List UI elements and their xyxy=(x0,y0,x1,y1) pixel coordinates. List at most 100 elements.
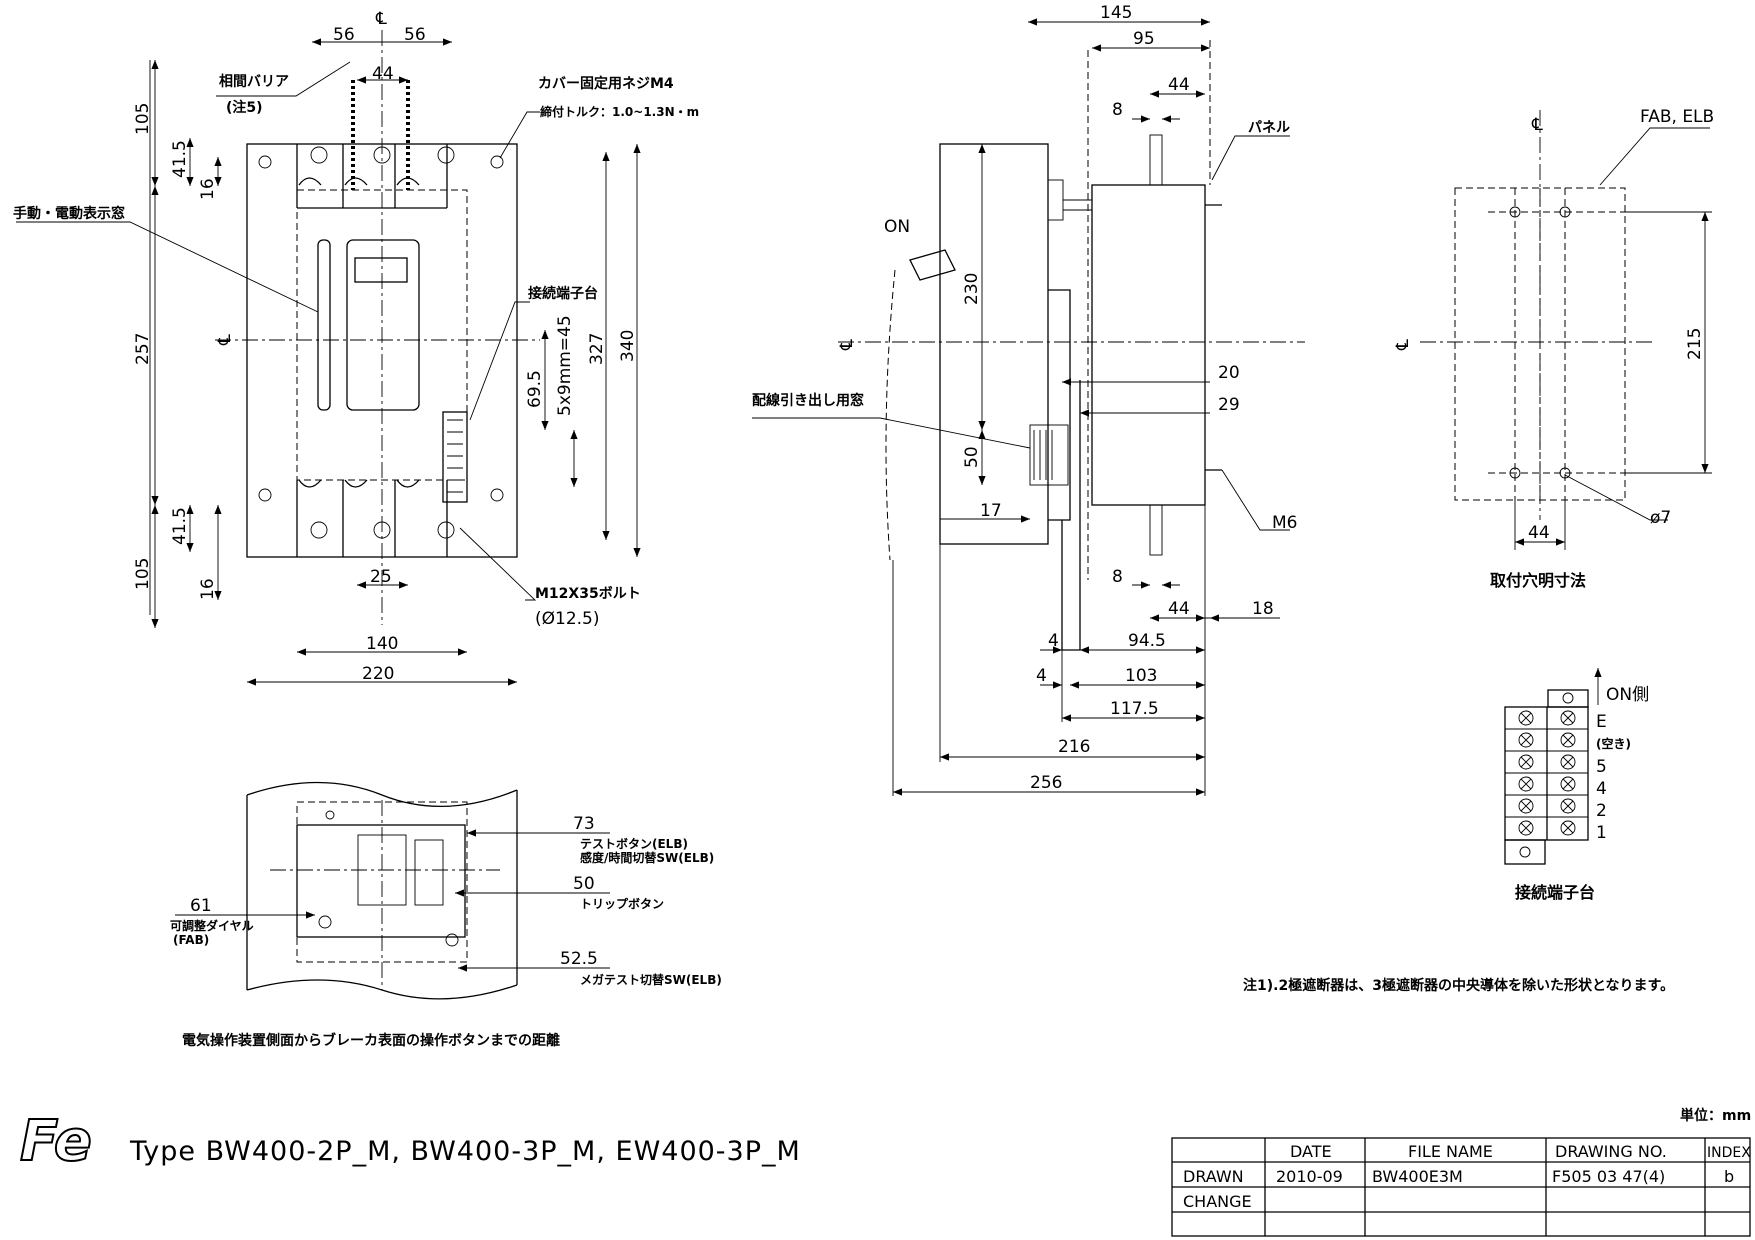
dim-95: 95 xyxy=(1133,29,1155,49)
terminal-screw-icon xyxy=(1560,798,1576,814)
dim-145: 145 xyxy=(1100,3,1132,23)
dim-18: 18 xyxy=(1252,599,1274,619)
label-m6: M6 xyxy=(1272,513,1297,533)
dim-pole-pitch-left: 56 xyxy=(333,25,355,45)
terminal-row-spare: (空き) xyxy=(1596,736,1631,751)
label-trip-button: トリップボタン xyxy=(580,896,664,911)
operation-caption-text: 電気操作装置側面からブレーカ表面の操作ボタンまでの距離 xyxy=(182,1032,560,1049)
terminal-row-1: 1 xyxy=(1596,823,1607,843)
terminal-screw-icon xyxy=(1518,776,1534,792)
terminal-screw-icon xyxy=(1560,754,1576,770)
dim-103: 103 xyxy=(1125,666,1157,686)
label-indicator-window: 手動・電動表示窓 xyxy=(13,205,125,222)
dim-17: 17 xyxy=(980,501,1002,521)
dim-top-41-5: 41.5 xyxy=(170,140,190,178)
dim-8-bot: 8 xyxy=(1112,567,1123,587)
dim-7: ø7 xyxy=(1650,508,1671,528)
unit-label: 単位：mm xyxy=(1680,1107,1751,1124)
tb-header-index: INDEX xyxy=(1707,1145,1751,1161)
label-mega-test: メガテスト切替SW(ELB) xyxy=(580,972,722,987)
terminal-row-e: E xyxy=(1596,712,1607,732)
terminal-marks xyxy=(1518,710,1576,836)
terminal-screw-icon xyxy=(1518,820,1534,836)
front-view xyxy=(16,30,641,686)
label-cover-screw: カバー固定用ネジM4 xyxy=(538,75,674,92)
label-panel: パネル xyxy=(1248,120,1290,136)
tb-drawn-filename: BW400E3M xyxy=(1372,1167,1463,1186)
tb-header-drawingno: DRAWING NO. xyxy=(1555,1142,1667,1161)
dim-bot-41-5: 41.5 xyxy=(170,507,190,545)
note-text: 注1).2極遮断器は、3極遮断器の中央導体を除いた形状となります。 xyxy=(1243,977,1674,994)
dim-50-op: 50 xyxy=(573,874,595,894)
mounting-caption: 取付穴明寸法 xyxy=(1490,571,1586,590)
dim-width-220: 220 xyxy=(362,664,394,684)
dim-bot-105: 105 xyxy=(133,558,153,590)
label-bolt: M12X35ボルト xyxy=(535,586,641,602)
dim-52-5: 52.5 xyxy=(560,949,598,969)
operation-view xyxy=(175,781,610,1000)
dim-61: 61 xyxy=(190,896,212,916)
terminal-screw-icon xyxy=(1560,710,1576,726)
label-sens-switch: 感度/時間切替SW(ELB) xyxy=(580,850,714,865)
dim-94-5: 94.5 xyxy=(1128,631,1166,651)
label-fab-elb: FAB, ELB xyxy=(1640,107,1714,127)
terminal-caption: 接続端子台 xyxy=(1515,883,1595,902)
label-phase-barrier: 相間バリア xyxy=(219,73,289,90)
terminal-screw-icon xyxy=(1518,798,1534,814)
dim-8-top: 8 xyxy=(1112,100,1123,120)
drawing-title: Type BW400-2P_M, BW400-3P_M, EW400-3P_M xyxy=(129,1136,801,1167)
centerline-symbol-mount-top: ℄ xyxy=(1531,115,1543,135)
terminal-row-5: 5 xyxy=(1596,757,1607,777)
label-on-side: ON側 xyxy=(1606,685,1649,705)
dim-44-bot: 44 xyxy=(1168,599,1190,619)
terminal-screw-icon xyxy=(1518,754,1534,770)
label-torque: 締付トルク：1.0~1.3N・m xyxy=(540,104,699,119)
dim-29: 29 xyxy=(1218,395,1240,415)
dim-body-257: 257 xyxy=(133,333,153,365)
tb-change-label: CHANGE xyxy=(1183,1192,1252,1211)
terminal-row-2: 2 xyxy=(1596,801,1607,821)
dim-top-16: 16 xyxy=(198,178,218,200)
dim-256: 256 xyxy=(1030,773,1062,793)
centerline-symbol: ℄ xyxy=(375,9,387,29)
dim-top-105: 105 xyxy=(133,103,153,135)
title-block xyxy=(1171,1137,1751,1237)
dim-term-69-5: 69.5 xyxy=(525,370,545,408)
terminal-block-view xyxy=(1504,668,1602,865)
centerline-symbol-side: ℄ xyxy=(837,339,857,351)
dim-pole-pitch-right: 56 xyxy=(404,25,426,45)
dim-20: 20 xyxy=(1218,363,1240,383)
tb-drawn-drawingno: F505 03 47(4) xyxy=(1552,1167,1665,1186)
label-wiring-window: 配線引き出し用窓 xyxy=(752,392,864,409)
dim-4-a: 4 xyxy=(1048,631,1059,651)
dim-215: 215 xyxy=(1685,328,1705,360)
dim-barrier-gap: 44 xyxy=(372,64,394,84)
label-note5: (注5) xyxy=(226,99,263,116)
label-on: ON xyxy=(884,217,910,237)
tb-drawn-date: 2010-09 xyxy=(1276,1167,1343,1186)
dim-216: 216 xyxy=(1058,737,1090,757)
terminal-screw-icon xyxy=(1518,732,1534,748)
dim-44-mount: 44 xyxy=(1528,523,1550,543)
dim-right-327: 327 xyxy=(587,333,607,365)
side-view xyxy=(752,18,1305,796)
terminal-screw-icon xyxy=(1560,820,1576,836)
terminal-screw-icon xyxy=(1518,710,1534,726)
mounting-view xyxy=(1420,110,1712,550)
tb-header-filename: FILE NAME xyxy=(1408,1142,1493,1161)
terminal-row-4: 4 xyxy=(1596,779,1607,799)
logo-text: Fe xyxy=(20,1109,92,1174)
dim-right-340: 340 xyxy=(618,330,638,362)
fe-logo-icon: Fe xyxy=(19,1108,93,1175)
dim-term-5x9: 5x9mm=45 xyxy=(555,315,575,416)
dim-230: 230 xyxy=(962,273,982,305)
terminal-screw-icon xyxy=(1560,776,1576,792)
label-adjust-dial: 可調整ダイヤル xyxy=(170,918,254,933)
terminal-screw-icon xyxy=(1560,732,1576,748)
label-bolt-dia: (Ø12.5) xyxy=(535,609,600,629)
label-test-button: テストボタン(ELB) xyxy=(580,836,688,851)
dim-4-b: 4 xyxy=(1036,666,1047,686)
dim-44-top: 44 xyxy=(1168,75,1190,95)
tb-header-date: DATE xyxy=(1290,1142,1332,1161)
